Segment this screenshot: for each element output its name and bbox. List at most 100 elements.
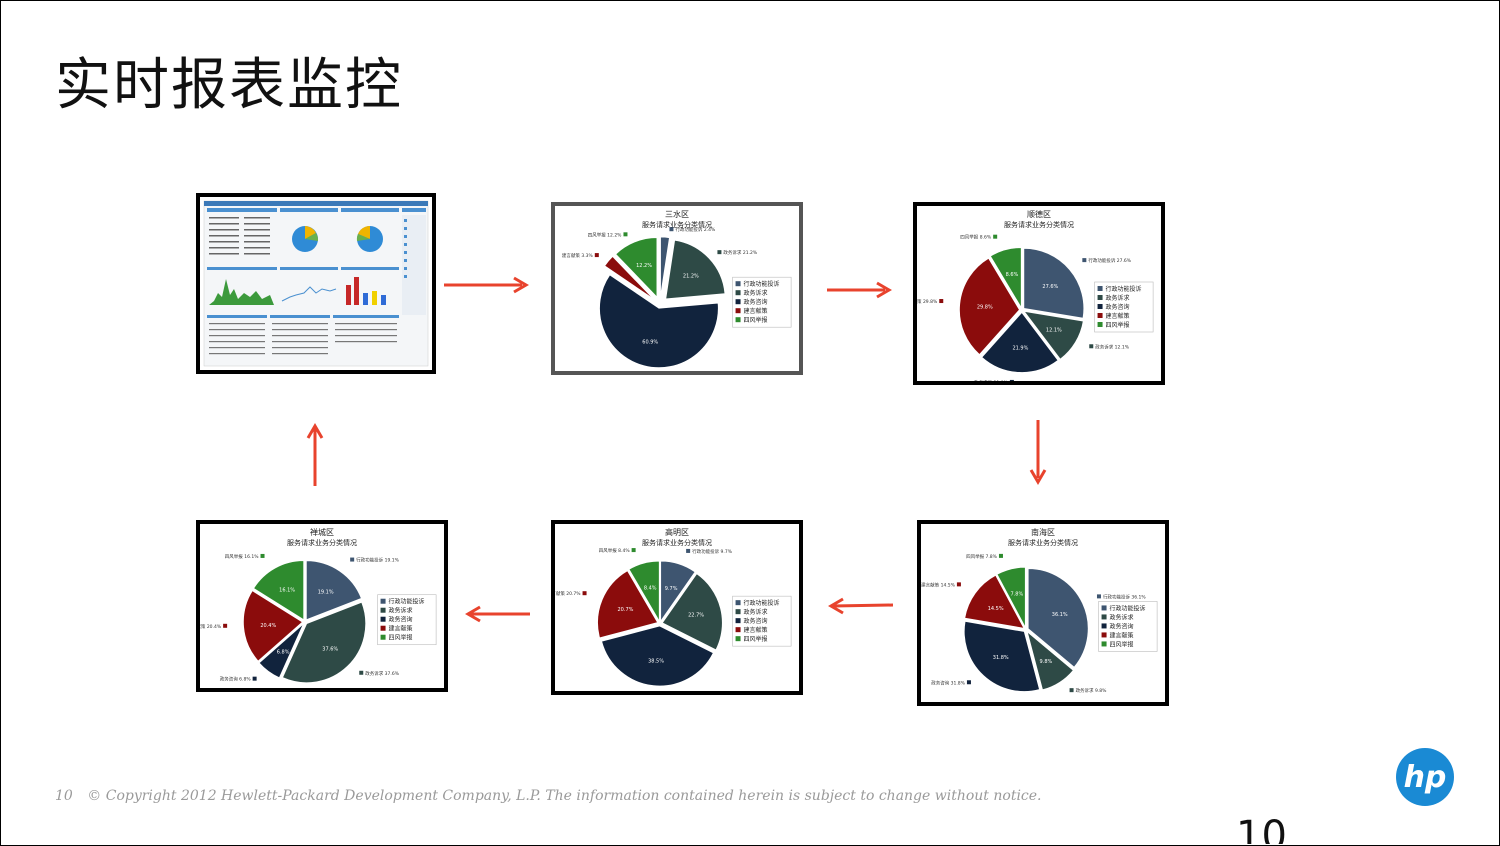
outer-label-marker (223, 623, 228, 628)
outer-label-marker (669, 227, 674, 232)
arrow-right-1 (444, 276, 529, 294)
legend-entry: 四风举报 (744, 316, 768, 324)
pie-slice (258, 623, 304, 679)
legend-swatch (735, 627, 741, 633)
legend-swatch (1101, 641, 1107, 647)
outer-label-marker (1089, 344, 1094, 349)
slice-data-label: 29.8% (977, 304, 993, 310)
legend-box (377, 594, 437, 646)
legend-entry: 四风举报 (1110, 640, 1134, 648)
slice-data-label: 16.1% (279, 588, 295, 594)
legend-entry: 建言献策 (389, 625, 413, 633)
outer-label-marker (993, 234, 998, 239)
legend-swatch (735, 290, 741, 296)
pie-slice (989, 247, 1022, 310)
slice-data-label: 12.2% (636, 263, 652, 269)
legend-swatch (1101, 605, 1107, 611)
slice-data-label: 21.9% (1012, 345, 1028, 351)
outer-label-marker (939, 299, 944, 304)
legend-swatch (1097, 322, 1103, 327)
slice-outer-label: 行政功能投诉 27.6% (1088, 257, 1131, 264)
legend-swatch (735, 618, 741, 624)
legend-swatch (380, 634, 386, 640)
legend-entry: 行政功能投诉 (744, 280, 780, 288)
slice-outer-label: 政务诉求 37.6% (365, 670, 399, 677)
slice-outer-label: 行政功能投诉 19.1% (356, 557, 399, 564)
slice-data-label: 8.4% (644, 586, 657, 592)
slice-outer-label: 政务咨询 21.9% (974, 379, 1008, 381)
dashboard-thumbnail (196, 193, 436, 374)
legend-entry: 政务咨询 (1106, 303, 1130, 311)
slice-data-label: 9.7% (665, 586, 678, 592)
outer-label-marker (350, 557, 355, 562)
slice-data-label: 36.1% (1052, 612, 1068, 618)
legend-swatch (735, 299, 741, 305)
outer-label-marker (631, 548, 636, 553)
legend-swatch (1097, 286, 1103, 291)
slide-title: 实时报表监控 (55, 53, 403, 118)
slice-data-label: 14.5% (988, 606, 1004, 612)
pie-slice (661, 573, 723, 651)
legend-entry: 四风举报 (1106, 321, 1130, 329)
pie-slice (305, 560, 362, 621)
legend-box (1094, 281, 1154, 333)
pie-slice (599, 274, 719, 369)
legend-swatch (735, 317, 741, 323)
dashboard-thumbnail-graphic (203, 200, 429, 367)
slice-outer-label: 四风举报 7.8% (966, 553, 998, 560)
arrow-left-2 (465, 605, 530, 623)
arrow-down (1029, 420, 1047, 485)
outer-label-marker (998, 553, 1003, 558)
legend-entry: 政务咨询 (744, 617, 768, 625)
slice-outer-label: 行政功能投诉 36.1% (1103, 593, 1146, 600)
slice-outer-label: 政务咨询 60.9% (597, 370, 631, 371)
pie-slice (601, 625, 714, 687)
legend-swatch (380, 598, 386, 604)
slice-data-label: 8.6% (1006, 272, 1019, 278)
pie-slice (1023, 247, 1085, 319)
pie-slice (615, 237, 658, 298)
pie-slice (1027, 568, 1089, 668)
chart-title: 三水区 (665, 209, 689, 219)
footer-copyright: © Copyright 2012 Hewlett-Packard Develop… (87, 788, 1042, 804)
pie-slice (243, 590, 304, 662)
slice-data-label: 12.1% (1046, 327, 1062, 333)
slice-data-label: 38.5% (648, 659, 664, 665)
arrow-right-2 (827, 281, 892, 299)
slice-outer-label: 建言献策 3.3% (562, 252, 594, 259)
footer: 10 © Copyright 2012 Hewlett-Packard Deve… (55, 788, 1052, 804)
outer-label-marker (623, 232, 628, 237)
outer-label-marker (594, 253, 599, 258)
slice-data-label: 9.8% (1040, 659, 1053, 665)
legend-swatch (1097, 295, 1103, 300)
pie-panel-sanshui: 三水区服务请求业务分类情况行政功能投诉 2.4%21.2%政务诉求 21.2%6… (551, 202, 803, 375)
outer-label-marker (582, 591, 587, 596)
large-page-number: 10 (1236, 814, 1287, 844)
arrow-left-1 (828, 597, 894, 615)
legend-swatch (1101, 614, 1107, 620)
legend-entry: 政务诉求 (1110, 613, 1134, 621)
slice-outer-label: 四风举报 12.2% (588, 231, 622, 238)
slice-data-label: 20.7% (618, 607, 634, 613)
slice-outer-label: 政务诉求 9.8% (1076, 687, 1108, 694)
slice-outer-label: 政务诉求 12.1% (1095, 343, 1129, 350)
chart-subtitle: 服务请求业务分类情况 (642, 538, 712, 547)
slice-outer-label: 建言献策 29.8% (917, 298, 938, 305)
legend-entry: 政务诉求 (1106, 294, 1130, 302)
chart-title: 顺德区 (1027, 209, 1051, 219)
chart-subtitle: 服务请求业务分类情况 (642, 220, 712, 229)
slice-outer-label: 四风举报 8.6% (960, 234, 992, 241)
legend-swatch (1101, 623, 1107, 629)
legend-entry: 政务咨询 (1110, 622, 1134, 630)
legend-swatch (735, 636, 741, 642)
slice-data-label: 19.1% (318, 590, 334, 596)
legend-entry: 政务咨询 (389, 616, 413, 624)
slice-outer-label: 建言献策 20.7% (555, 590, 581, 597)
legend-box (732, 276, 792, 328)
slice-data-label: 22.7% (688, 612, 704, 618)
legend-entry: 政务咨询 (744, 298, 768, 306)
